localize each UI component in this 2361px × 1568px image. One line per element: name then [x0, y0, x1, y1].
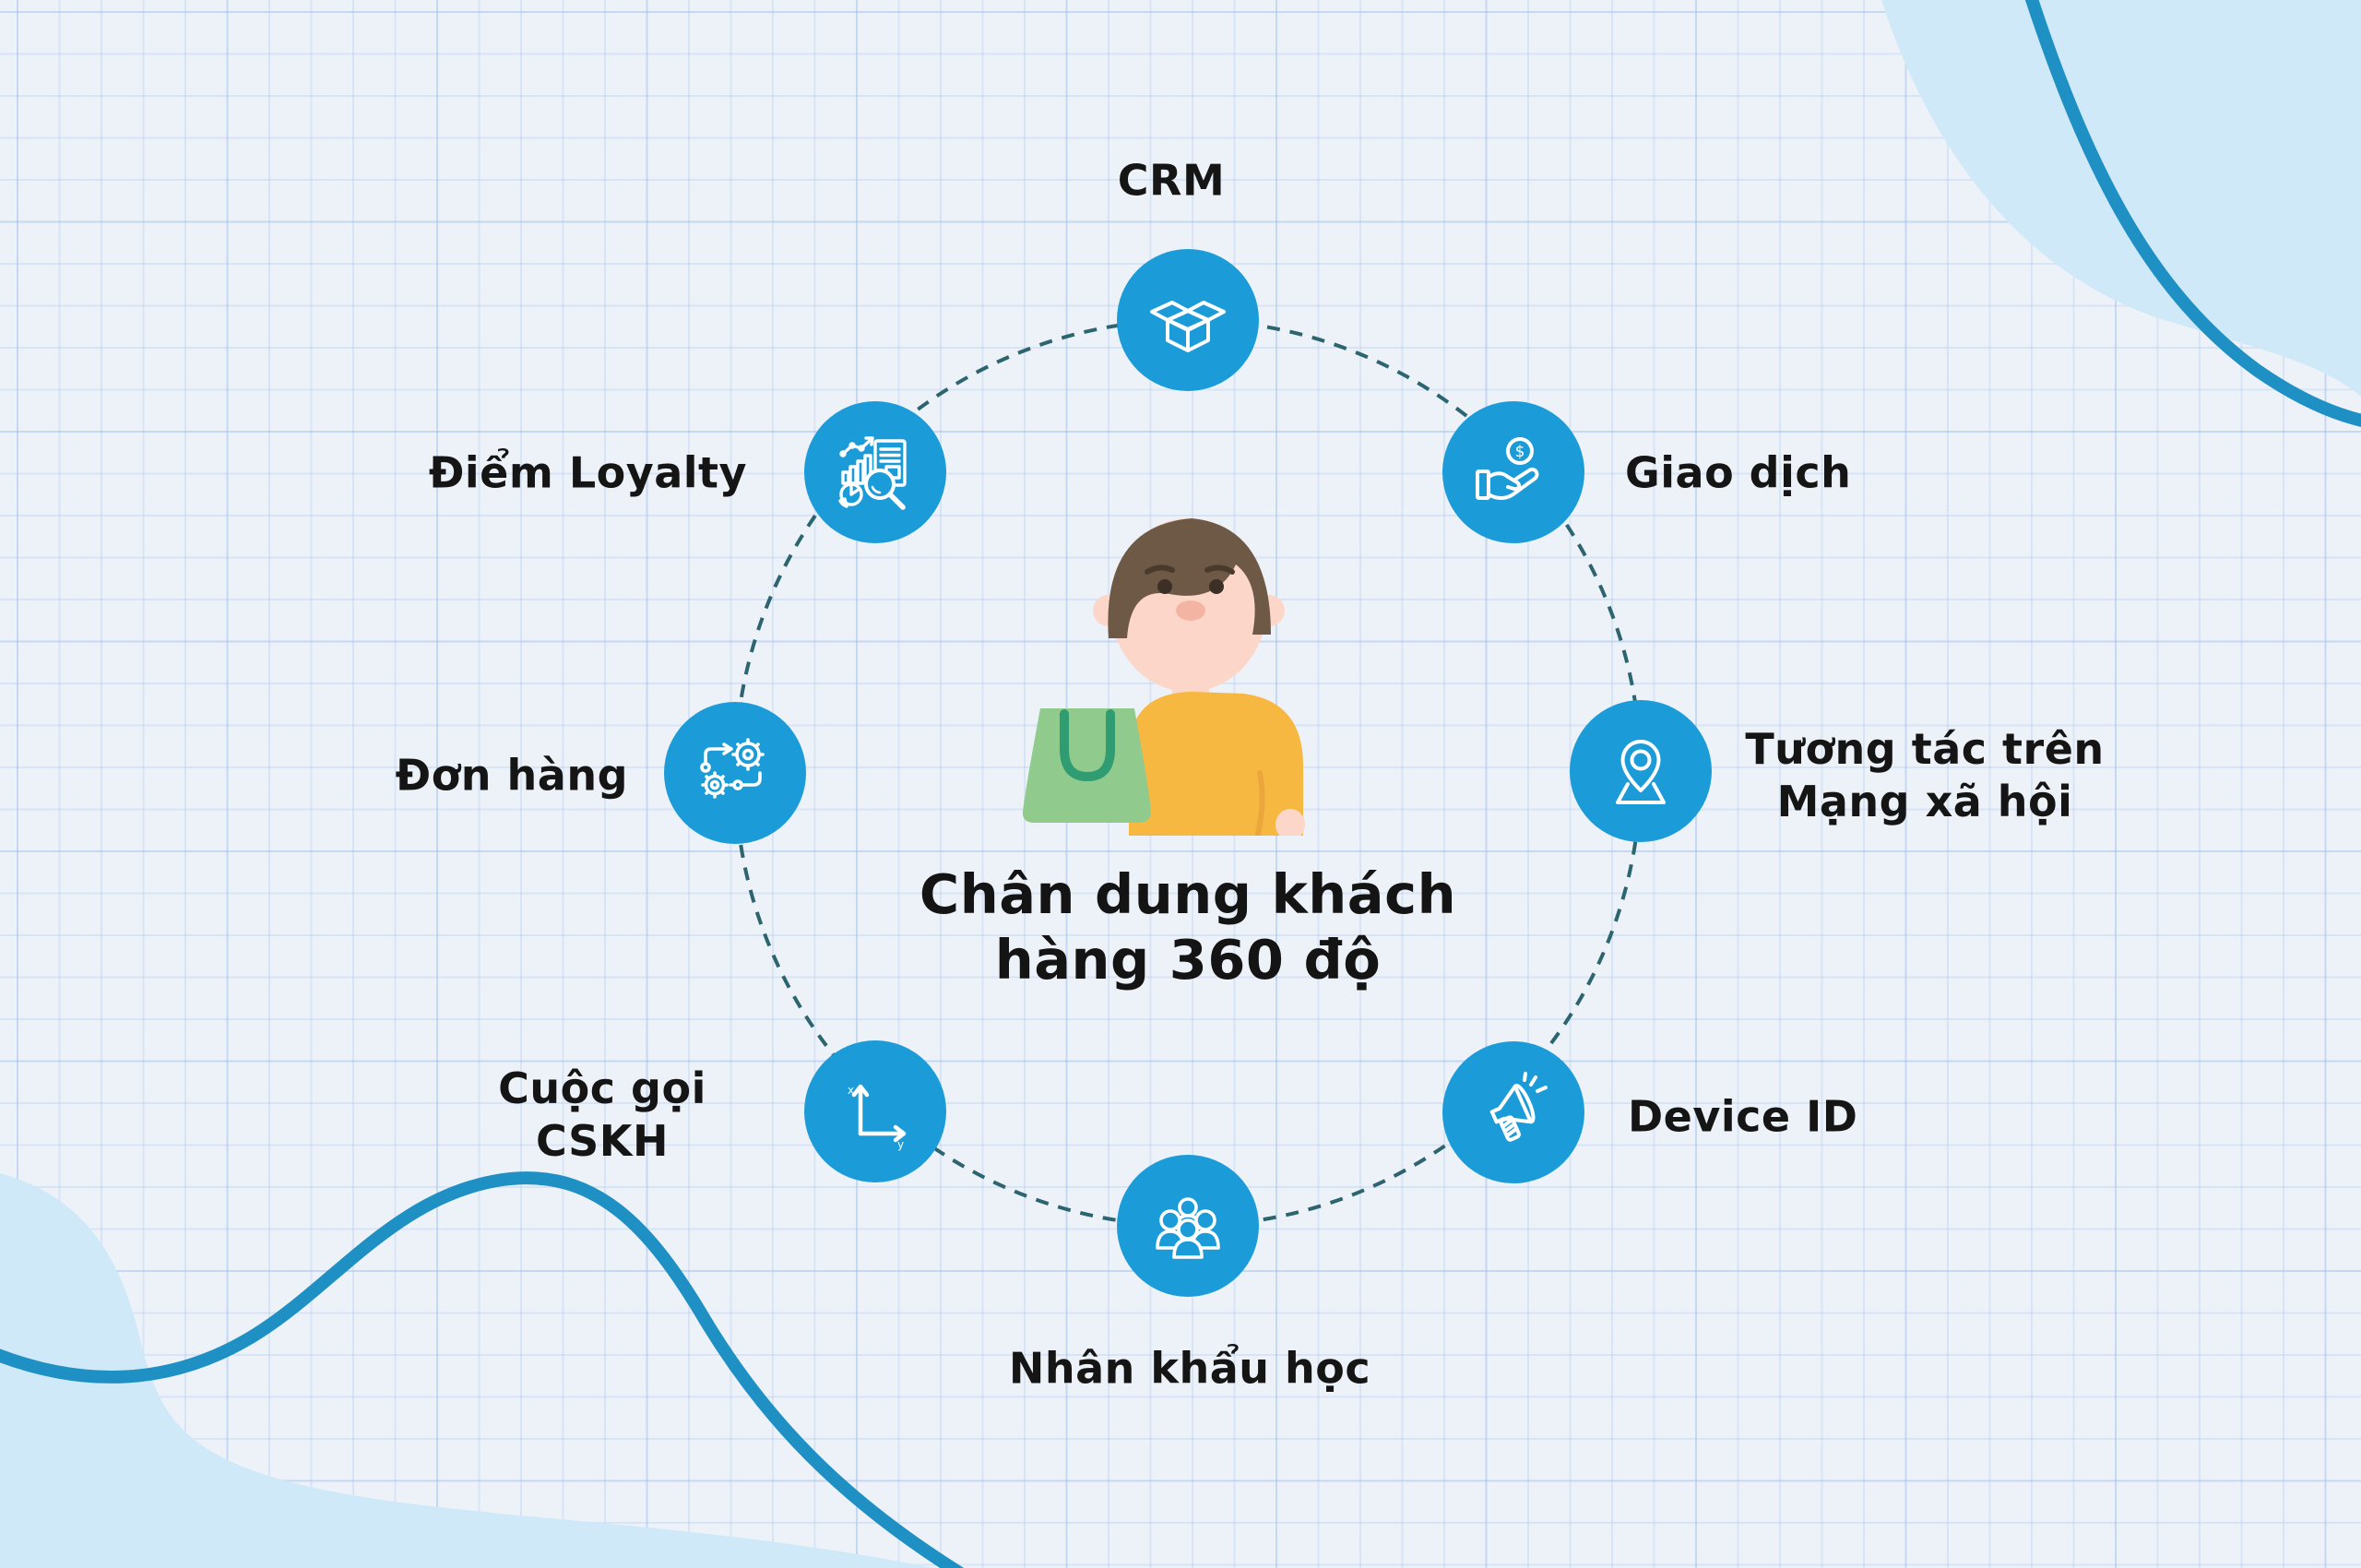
node-cuoc-goi-cskh: x y — [804, 1040, 946, 1182]
wave-line-bottom-left — [0, 1171, 965, 1568]
label-device-id: Device ID — [1628, 1091, 1858, 1142]
workflow-gears-icon — [700, 738, 765, 799]
megaphone-icon — [1489, 1072, 1548, 1142]
label-giao-dich: Giao dịch — [1625, 447, 1852, 498]
svg-text:y: y — [897, 1138, 904, 1151]
diagram-title: Chân dung khách hàng 360 độ — [919, 862, 1457, 992]
svg-text:x: x — [848, 1084, 854, 1097]
node-giao-dich: $ — [1442, 401, 1584, 543]
customer-illustration — [1022, 518, 1305, 836]
corner-blob-top-right — [1881, 0, 2361, 397]
wave-line-top-right — [2024, 0, 2361, 427]
svg-text:$: $ — [1515, 443, 1525, 461]
node-nhan-khau-hoc — [1117, 1155, 1259, 1297]
node-diem-loyalty — [804, 401, 946, 543]
node-crm — [1117, 249, 1259, 391]
hand-coin-icon: $ — [1476, 437, 1539, 500]
people-group-icon — [1156, 1197, 1220, 1259]
label-tuong-tac: Tương tác trên Mạng xã hội — [1745, 723, 2105, 826]
location-pin-icon — [1616, 740, 1666, 804]
open-box-icon — [1150, 301, 1226, 352]
node-tuong-tac — [1570, 700, 1712, 842]
node-don-hang — [664, 702, 806, 844]
label-cuoc-goi-cskh: Cuộc gọi CSKH — [498, 1063, 706, 1166]
xy-axis-icon: x y — [848, 1084, 907, 1151]
corner-blob-bottom-left — [0, 1173, 933, 1568]
label-don-hang: Đơn hàng — [395, 750, 628, 801]
label-diem-loyalty: Điểm Loyalty — [428, 447, 747, 498]
analytics-search-icon — [838, 436, 907, 510]
label-crm: CRM — [1117, 155, 1226, 206]
node-device-id — [1442, 1041, 1584, 1183]
label-nhan-khau-hoc: Nhân khẩu học — [1008, 1343, 1371, 1394]
